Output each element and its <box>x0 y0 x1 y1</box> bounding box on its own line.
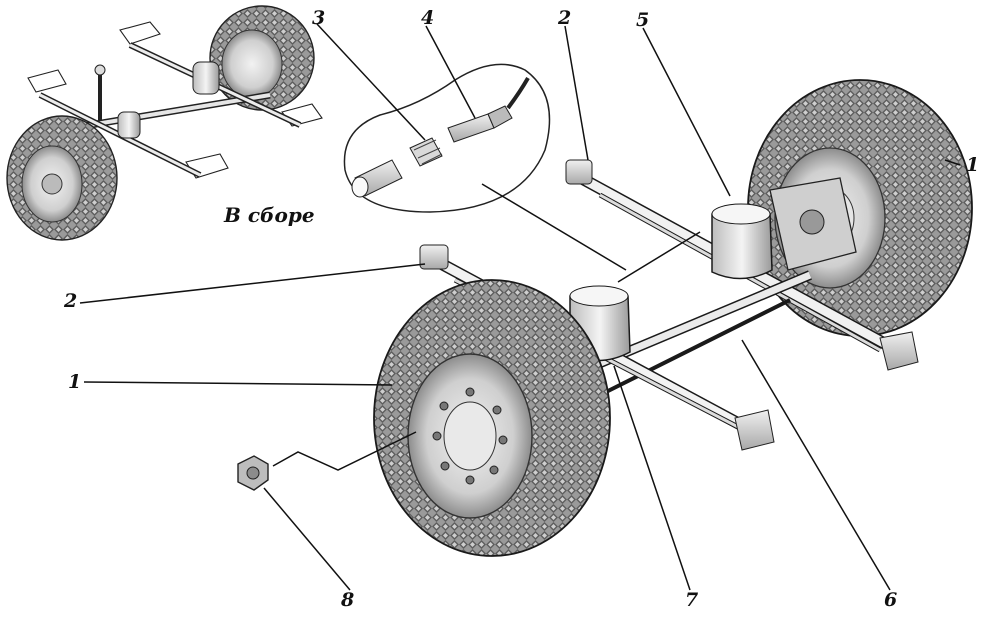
callout-8: 8 <box>340 589 354 611</box>
bushing-detail-bubble <box>343 63 551 213</box>
assembled-tire-left <box>6 115 118 241</box>
callout-7: 7 <box>685 589 698 611</box>
callout-1-left: 1 <box>68 371 81 393</box>
wheel-nut <box>237 455 269 491</box>
air-spring-rear <box>711 203 773 280</box>
assembled-axle <box>38 42 302 178</box>
callout-3: 3 <box>312 7 325 29</box>
callouts: 3 4 2 5 1 2 1 8 7 6 <box>63 7 979 611</box>
callout-1-right: 1 <box>966 154 979 176</box>
pin-part-4 <box>447 77 530 143</box>
callout-2-left: 2 <box>63 290 77 312</box>
callout-6: 6 <box>884 589 897 611</box>
sleeve-part <box>351 159 403 198</box>
bushing-part-3 <box>409 137 443 167</box>
callout-5: 5 <box>636 9 649 31</box>
hub-right <box>769 177 857 271</box>
assembled-view: В сборе <box>6 5 323 241</box>
leader-lines <box>79 23 961 591</box>
callout-4: 4 <box>421 7 434 29</box>
assembled-tire-right <box>209 5 315 111</box>
wheel-studs <box>432 387 508 485</box>
assembled-caption: В сборе <box>223 203 315 227</box>
tire-left <box>373 279 611 557</box>
callout-2-top: 2 <box>557 7 571 29</box>
axle-beam <box>558 270 812 402</box>
